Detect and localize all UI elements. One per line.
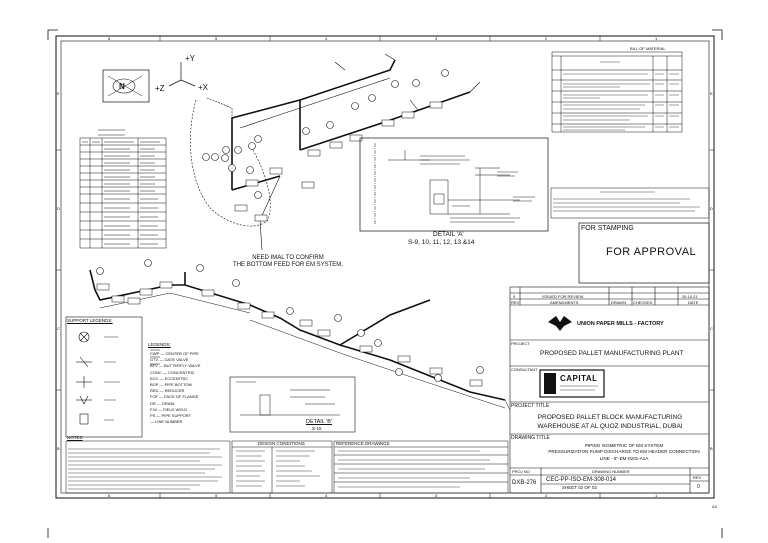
drawing-title-line3: LINE - 6"-EM-0201-A1A [599,455,649,461]
axis-plus-x: +X [198,83,209,92]
note-imal: NEED IMAL TO CONFIRM THE BOTTOM FEED FOR… [228,255,348,269]
svg-text:2: 2 [545,36,548,41]
svg-text:4: 4 [325,493,328,498]
legends-title: LEGENDS: [148,342,171,347]
svg-text:5: 5 [215,36,218,41]
proj-no: DXB-276 [512,480,537,486]
svg-text:C: C [710,326,713,331]
abbreviation-item: ECC — ECCENTRIC [150,375,189,381]
col-drawn: DRAWN [611,300,626,305]
axis-plus-y: +Y [185,54,196,63]
bom-title: BILL OF MATERIAL [630,46,666,51]
north-arrow-label: N [119,82,125,91]
drawing-number: CEC-PP-ISO-EM-308-014 [546,477,617,483]
rev-value: 0 [697,484,700,490]
col-amendments: AMENDMENTS [550,300,579,305]
col-rev: REV [511,300,520,305]
project-label: PROJECT [511,341,530,346]
abbreviation-item: BFV — BUTTERFLY VALVE [150,363,201,369]
design-conditions-title: DESIGN CONDITIONS [258,441,305,446]
svg-text:B: B [57,446,60,451]
project-title-label: PROJECT TITLE [511,403,550,409]
svg-text:3: 3 [435,493,438,498]
sheet-size: A3 [712,504,717,509]
svg-text:D: D [57,206,60,211]
svg-text:C: C [57,326,60,331]
reference-drawings-title: REFERENCE DRAWINGS [336,441,390,446]
abbreviation-item: BOP — PIPE BOTTOM [150,382,192,388]
detail-b-subtitle: S-15 [312,426,322,431]
abbreviation-item: CONC — CONCENTRIC [150,369,195,375]
abbreviation-item: FOF — FACE OF FLANGE [150,394,199,400]
svg-text:B: B [710,446,713,451]
svg-text:6: 6 [108,493,111,498]
abbreviations-list: CWP — CENTER OF PIPE GTV — GATE VALVE BF… [150,351,200,425]
support-legends-title: SUPPORT LEGENDS: [67,318,113,323]
svg-text:1: 1 [655,493,658,498]
axis-plus-z: +Z [155,84,165,93]
drawing-title: PIPING ISOMETRIC OF EM SYSTEM PRESSURIZA… [540,443,708,462]
abbreviation-item: GTV — GATE VALVE [150,357,189,363]
drawing-title-line1: PIPING ISOMETRIC OF EM SYSTEM [584,443,664,448]
abbreviation-item: DR — DRAIN [150,400,175,406]
consultant-label: CONSULTANT [511,367,538,372]
project-title-line1: PROPOSED PALLET BLOCK MANUFACTURING [537,414,683,421]
drawing-number-label: DRAWING NUMBER [592,469,630,474]
detail-a-subtitle: S-9, 10, 11, 12, 13 &14 [408,239,475,246]
abbreviation-item: — LINE NUMBER [150,419,183,425]
svg-text:1: 1 [655,36,658,41]
rev-description: ISSUED FOR REVIEW [542,294,584,299]
drawing-title-line2: PRESSURIZATION PUMP DISCHARGE TO EM HEAD… [548,449,700,455]
svg-text:4: 4 [325,36,328,41]
rev-date: 26.10.21 [682,294,698,299]
approval-stamp: FOR APPROVAL [606,246,697,258]
sheet-number: SHEET 02 OF 02 [562,485,597,490]
col-date: DATE [688,300,699,305]
project-title-line2: WAREHOUSE AT AL QUOZ INDUSTRIAL, DUBAI [537,423,683,430]
abbreviation-item: PS — PIPE SUPPORT [150,413,192,419]
client-name: UNION PAPER MILLS - FACTORY [577,321,664,327]
svg-text:6: 6 [108,36,111,41]
rev-label: REV [693,475,702,480]
note-imal-line1: NEED IMAL TO CONFIRM [252,255,324,261]
project-name: PROPOSED PALLET MANUFACTURING PLANT [540,350,684,357]
svg-text:E: E [57,91,60,96]
project-title: PROPOSED PALLET BLOCK MANUFACTURING WARE… [512,413,708,431]
stamp-label: FOR STAMPING [581,225,634,232]
consultant-logo: CAPITAL [560,374,598,383]
svg-text:E: E [710,91,713,96]
note-imal-line2: THE BOTTOM FEED FOR EM SYSTEM, [233,261,343,268]
svg-text:D: D [710,206,713,211]
rev-number: 0 [513,294,516,299]
detail-a-title: DETAIL 'A' [433,231,464,238]
svg-text:3: 3 [435,36,438,41]
col-checked: CHECKED [633,300,653,305]
drawing-title-label: DRAWING TITLE [511,435,550,441]
svg-text:2: 2 [545,493,548,498]
proj-no-label: PROJ NO [512,469,530,474]
detail-b-title: DETAIL 'B' [306,419,332,425]
abbreviation-item: RED — REDUCER [150,388,185,394]
svg-text:5: 5 [215,493,218,498]
abbreviation-item: F.W — FIELD WELD [150,406,188,412]
notes-title: NOTES [67,435,83,440]
abbreviation-item: CWP — CENTER OF PIPE [150,351,199,356]
